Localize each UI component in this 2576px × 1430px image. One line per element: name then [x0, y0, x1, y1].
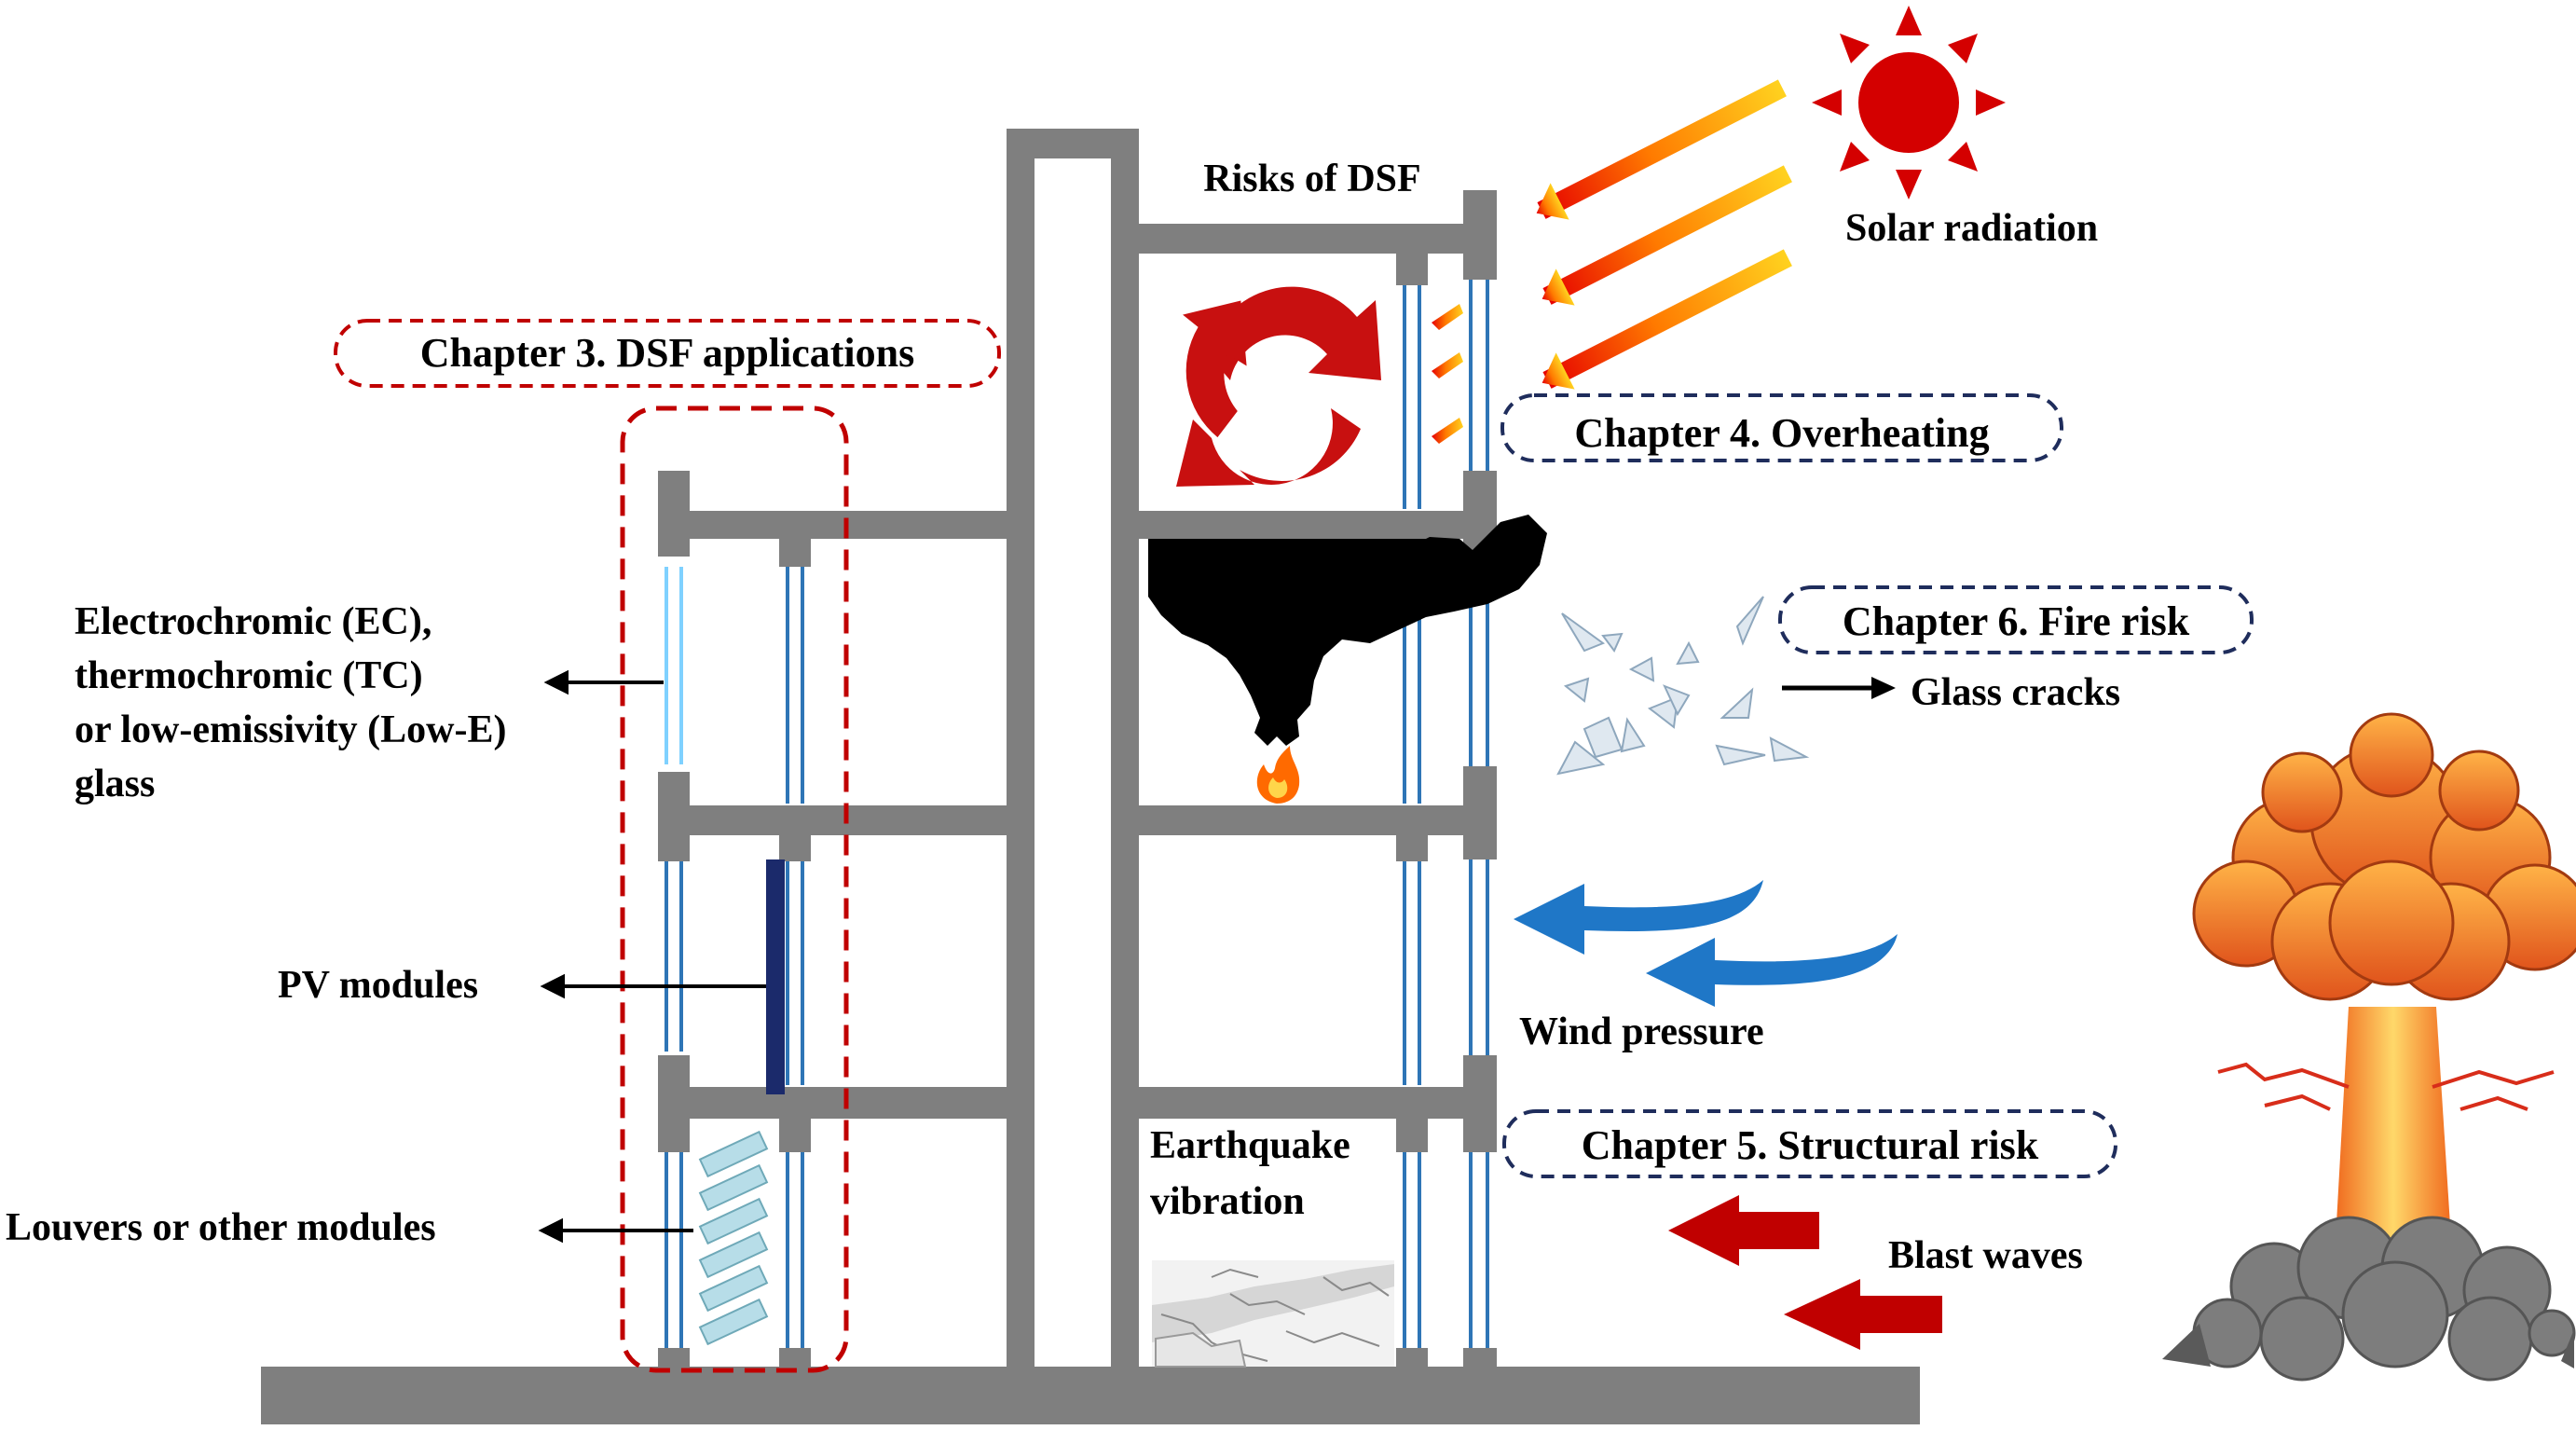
earthquake-label-line1: Earthquake: [1150, 1124, 1350, 1167]
louvers-icon: [698, 1130, 769, 1346]
chapter3-box: [334, 319, 1001, 388]
pv-module: [766, 859, 785, 1094]
heat-arrows-icon: [1432, 304, 1463, 444]
left-inner-post-1: [779, 537, 811, 567]
glass-cracks-icon: [1556, 596, 1810, 776]
glass-cracks-label: Glass cracks: [1911, 671, 2120, 714]
right-inner-post-3: [1396, 833, 1428, 861]
left-post-mid1a: [658, 772, 690, 861]
left-labels: Electrochromic (EC), thermochromic (TC) …: [6, 600, 507, 1249]
left-slab-2: [664, 805, 1008, 835]
blast-waves-label: Blast waves: [1888, 1234, 2083, 1277]
right-slab-2: [1139, 805, 1480, 835]
circulation-arrows-icon: [1176, 286, 1381, 487]
right-post-roof: [1463, 190, 1497, 280]
wind-arrows-icon: [1514, 880, 1898, 1007]
left-slab-1: [664, 511, 1008, 539]
central-core: [1007, 129, 1139, 1398]
pv-label: PV modules: [278, 964, 478, 1007]
wind-pressure-label: Wind pressure: [1519, 1011, 1764, 1053]
building-structure: [261, 129, 1920, 1424]
chapter4-label: Chapter 4. Overheating: [1574, 410, 1989, 456]
chapter3-label: Chapter 3. DSF applications: [420, 330, 915, 376]
left-post-bot: [658, 1348, 690, 1370]
left-inner-post-3: [779, 1117, 811, 1152]
glazing: [665, 280, 1489, 1348]
earthquake-label-line2: vibration: [1150, 1180, 1305, 1223]
left-post-top: [658, 471, 690, 557]
left-inner-post-2: [779, 833, 811, 861]
right-slab-3: [1139, 1087, 1480, 1119]
applications-frame: [620, 406, 849, 1373]
flame-icon: [1256, 746, 1300, 804]
glass-label-line2: thermochromic (TC): [75, 654, 423, 697]
chapter5-box: [1502, 1109, 2117, 1178]
left-inner-post-4: [779, 1348, 811, 1370]
left-post-mid2a: [658, 1055, 690, 1152]
right-slab-roof: [1139, 224, 1480, 254]
blast-arrows-icon: [1668, 1195, 1942, 1350]
chapter6-box: [1778, 585, 2254, 654]
sun-icon: [1812, 6, 2006, 199]
chapter4-box: [1500, 393, 2063, 462]
right-inner-post-5: [1396, 1348, 1428, 1370]
ground-crack-icon: [1152, 1260, 1394, 1368]
glass-label-line4: glass: [75, 763, 155, 805]
right-post-3: [1463, 1055, 1497, 1152]
chapter5-label: Chapter 5. Structural risk: [1582, 1122, 2039, 1168]
right-inner-post-1: [1396, 252, 1428, 285]
risks-title: Risks of DSF: [1203, 158, 1420, 200]
louvers-label: Louvers or other modules: [6, 1206, 436, 1249]
label-arrows: [538, 669, 766, 1244]
right-post-2: [1463, 766, 1497, 859]
smoke-shape: [1148, 515, 1547, 746]
explosion-icon: [2162, 712, 2576, 1382]
glass-cracks-arrow: [1782, 677, 1896, 699]
solar-radiation-label: Solar radiation: [1845, 207, 2098, 250]
solar-ray-arrows: [1536, 79, 1792, 390]
glass-label-line3: or low-emissivity (Low-E): [75, 708, 507, 751]
chapter6-label: Chapter 6. Fire risk: [1843, 598, 2190, 644]
right-post-4: [1463, 1348, 1497, 1370]
right-inner-post-4: [1396, 1117, 1428, 1152]
right-slab-1: [1139, 511, 1480, 539]
left-slab-3: [664, 1087, 1008, 1119]
glass-label-line1: Electrochromic (EC),: [75, 600, 432, 643]
